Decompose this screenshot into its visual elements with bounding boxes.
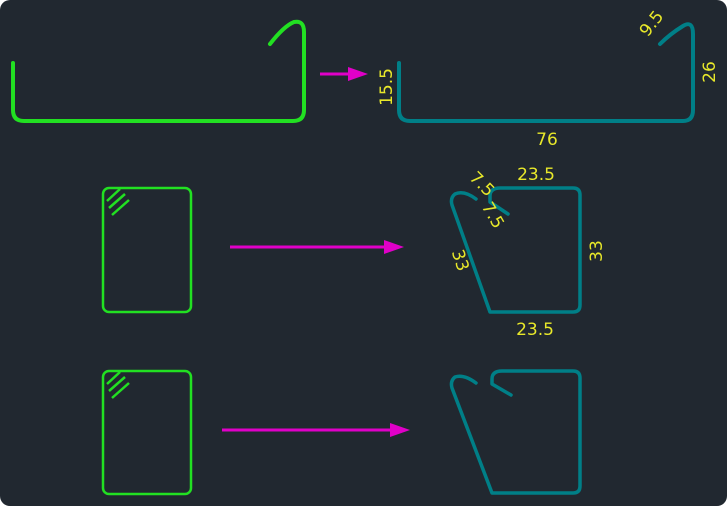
dim-top-hook: 9.5 xyxy=(636,7,668,41)
processed-u-bar-shape xyxy=(397,22,695,123)
dim-mid-right: 33 xyxy=(587,240,607,262)
dim-mid-top: 23.5 xyxy=(517,165,555,185)
dim-top-left: 15.5 xyxy=(377,68,397,106)
arrow-row-1 xyxy=(320,67,368,81)
original-stirrup-shape-1 xyxy=(101,186,193,314)
dim-mid-hook-b: 7.5 xyxy=(477,199,508,232)
arrow-row-3 xyxy=(222,423,410,437)
arrow-row-2 xyxy=(230,240,404,254)
dim-top-bottom: 76 xyxy=(536,130,558,150)
dim-mid-bottom: 23.5 xyxy=(516,320,554,340)
original-stirrup-shape-2 xyxy=(101,369,193,496)
processed-stirrup-shape-1 xyxy=(449,186,582,314)
dim-top-right: 26 xyxy=(700,61,720,83)
original-u-bar-shape xyxy=(11,19,306,123)
processed-stirrup-shape-2 xyxy=(449,369,582,495)
